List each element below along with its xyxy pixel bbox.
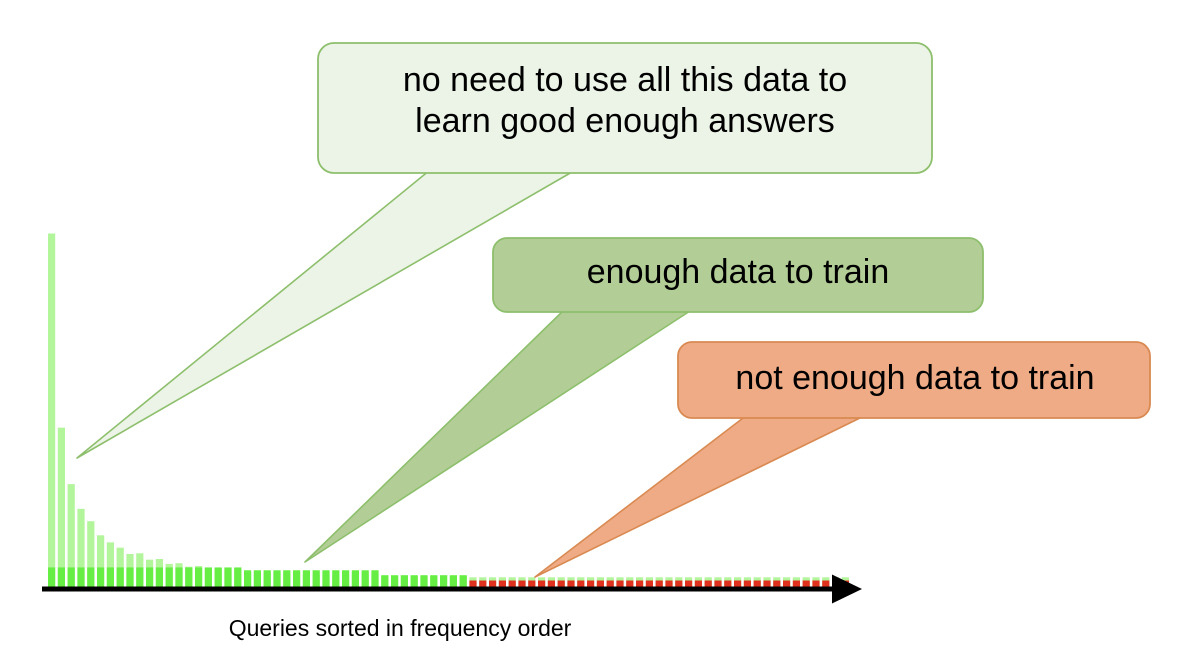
training-data-bar-insufficient — [812, 580, 820, 587]
frequency-bar — [106, 542, 114, 587]
training-data-bar-insufficient — [743, 580, 751, 587]
training-data-bar-insufficient — [567, 580, 575, 587]
training-data-bar-sufficient — [48, 567, 56, 587]
training-data-bar-sufficient — [244, 570, 252, 587]
training-data-bar-insufficient — [479, 580, 487, 587]
training-data-bar-sufficient — [273, 570, 281, 587]
training-data-bar-insufficient — [596, 580, 604, 587]
training-data-bar-insufficient — [665, 580, 673, 587]
training-data-bar-sufficient — [283, 570, 291, 587]
bar-chart-bars — [48, 233, 849, 587]
training-data-bar-sufficient — [430, 575, 438, 587]
training-data-bar-sufficient — [400, 575, 408, 587]
training-data-bar-sufficient — [351, 570, 359, 587]
training-data-bar-insufficient — [636, 580, 644, 587]
training-data-bar-sufficient — [87, 567, 95, 587]
training-data-bar-sufficient — [263, 570, 271, 587]
training-data-bar-insufficient — [822, 580, 830, 587]
training-data-bar-insufficient — [753, 580, 761, 587]
training-data-bar-sufficient — [420, 575, 428, 587]
training-data-bar-sufficient — [204, 567, 212, 587]
training-data-bar-insufficient — [557, 580, 565, 587]
training-data-bar-sufficient — [449, 575, 457, 587]
training-data-bar-sufficient — [175, 567, 183, 587]
training-data-bar-sufficient — [146, 567, 154, 587]
frequency-bar — [77, 508, 85, 587]
callout-3-tail — [534, 414, 863, 578]
callout-1-box[interactable] — [317, 42, 933, 174]
training-data-bar-insufficient — [547, 580, 555, 587]
x-axis-arrow-icon — [832, 574, 862, 604]
training-data-bar-sufficient — [302, 570, 310, 587]
training-data-bar-insufficient — [498, 580, 506, 587]
callout-no-need-to-use-all-this-data[interactable] — [76, 42, 933, 459]
training-data-bar-sufficient — [322, 570, 330, 587]
callout-3-box[interactable] — [677, 341, 1151, 419]
training-data-bar-sufficient — [234, 567, 242, 587]
training-data-bar-sufficient — [195, 567, 203, 587]
training-data-bar-sufficient — [332, 570, 340, 587]
training-data-bar-sufficient — [67, 567, 75, 587]
training-data-bar-insufficient — [616, 580, 624, 587]
training-data-bar-sufficient — [381, 575, 389, 587]
training-data-bar-insufficient — [704, 580, 712, 587]
training-data-bar-sufficient — [165, 567, 173, 587]
training-data-bar-insufficient — [802, 580, 810, 587]
callout-2-box[interactable] — [492, 237, 984, 313]
training-data-bar-insufficient — [469, 580, 477, 587]
training-data-bar-sufficient — [57, 567, 65, 587]
training-data-bar-insufficient — [626, 580, 634, 587]
training-data-bar-insufficient — [734, 580, 742, 587]
frequency-bar — [67, 484, 75, 587]
training-data-bar-sufficient — [116, 567, 124, 587]
training-data-bar-sufficient — [155, 567, 163, 587]
training-data-bar-insufficient — [694, 580, 702, 587]
training-data-bar-sufficient — [410, 575, 418, 587]
x-axis — [42, 574, 862, 604]
training-data-bar-sufficient — [391, 575, 399, 587]
training-data-bar-insufficient — [606, 580, 614, 587]
training-data-bar-sufficient — [126, 567, 134, 587]
frequency-bar — [97, 535, 105, 587]
training-data-bar-insufficient — [792, 580, 800, 587]
training-data-bar-sufficient — [440, 575, 448, 587]
training-data-bar-insufficient — [675, 580, 683, 587]
training-data-bar-sufficient — [97, 567, 105, 587]
callout-enough-data-to-train[interactable] — [304, 237, 984, 563]
training-data-bar-insufficient — [538, 580, 546, 587]
training-data-bar-insufficient — [587, 580, 595, 587]
training-data-bar-insufficient — [724, 580, 732, 587]
training-data-bar-insufficient — [508, 580, 516, 587]
training-data-bar-sufficient — [185, 567, 193, 587]
training-data-bar-insufficient — [577, 580, 585, 587]
frequency-bar — [116, 547, 124, 587]
frequency-bar — [57, 427, 65, 587]
training-data-bar-sufficient — [342, 570, 350, 587]
training-data-bar-insufficient — [655, 580, 663, 587]
training-data-bar-sufficient — [136, 567, 144, 587]
training-data-bar-insufficient — [783, 580, 791, 587]
training-data-bar-sufficient — [459, 575, 467, 587]
training-data-bar-sufficient — [77, 567, 85, 587]
training-data-bar-sufficient — [361, 570, 369, 587]
frequency-bar — [48, 233, 56, 587]
training-data-bar-sufficient — [253, 570, 261, 587]
callout-not-enough-data-to-train[interactable] — [534, 341, 1151, 578]
training-data-bar-insufficient — [714, 580, 722, 587]
training-data-bar-insufficient — [773, 580, 781, 587]
training-data-bar-insufficient — [763, 580, 771, 587]
training-data-bar-insufficient — [685, 580, 693, 587]
training-data-bar-insufficient — [645, 580, 653, 587]
training-data-bar-sufficient — [106, 567, 114, 587]
training-data-bar-insufficient — [489, 580, 497, 587]
training-data-bar-sufficient — [293, 570, 301, 587]
training-data-bar-sufficient — [224, 567, 232, 587]
frequency-bar — [87, 521, 95, 587]
training-data-bar-insufficient — [518, 580, 526, 587]
training-data-bar-sufficient — [214, 567, 222, 587]
training-data-bar-insufficient — [528, 580, 536, 587]
training-data-bar-sufficient — [371, 570, 379, 587]
training-data-bar-sufficient — [312, 570, 320, 587]
